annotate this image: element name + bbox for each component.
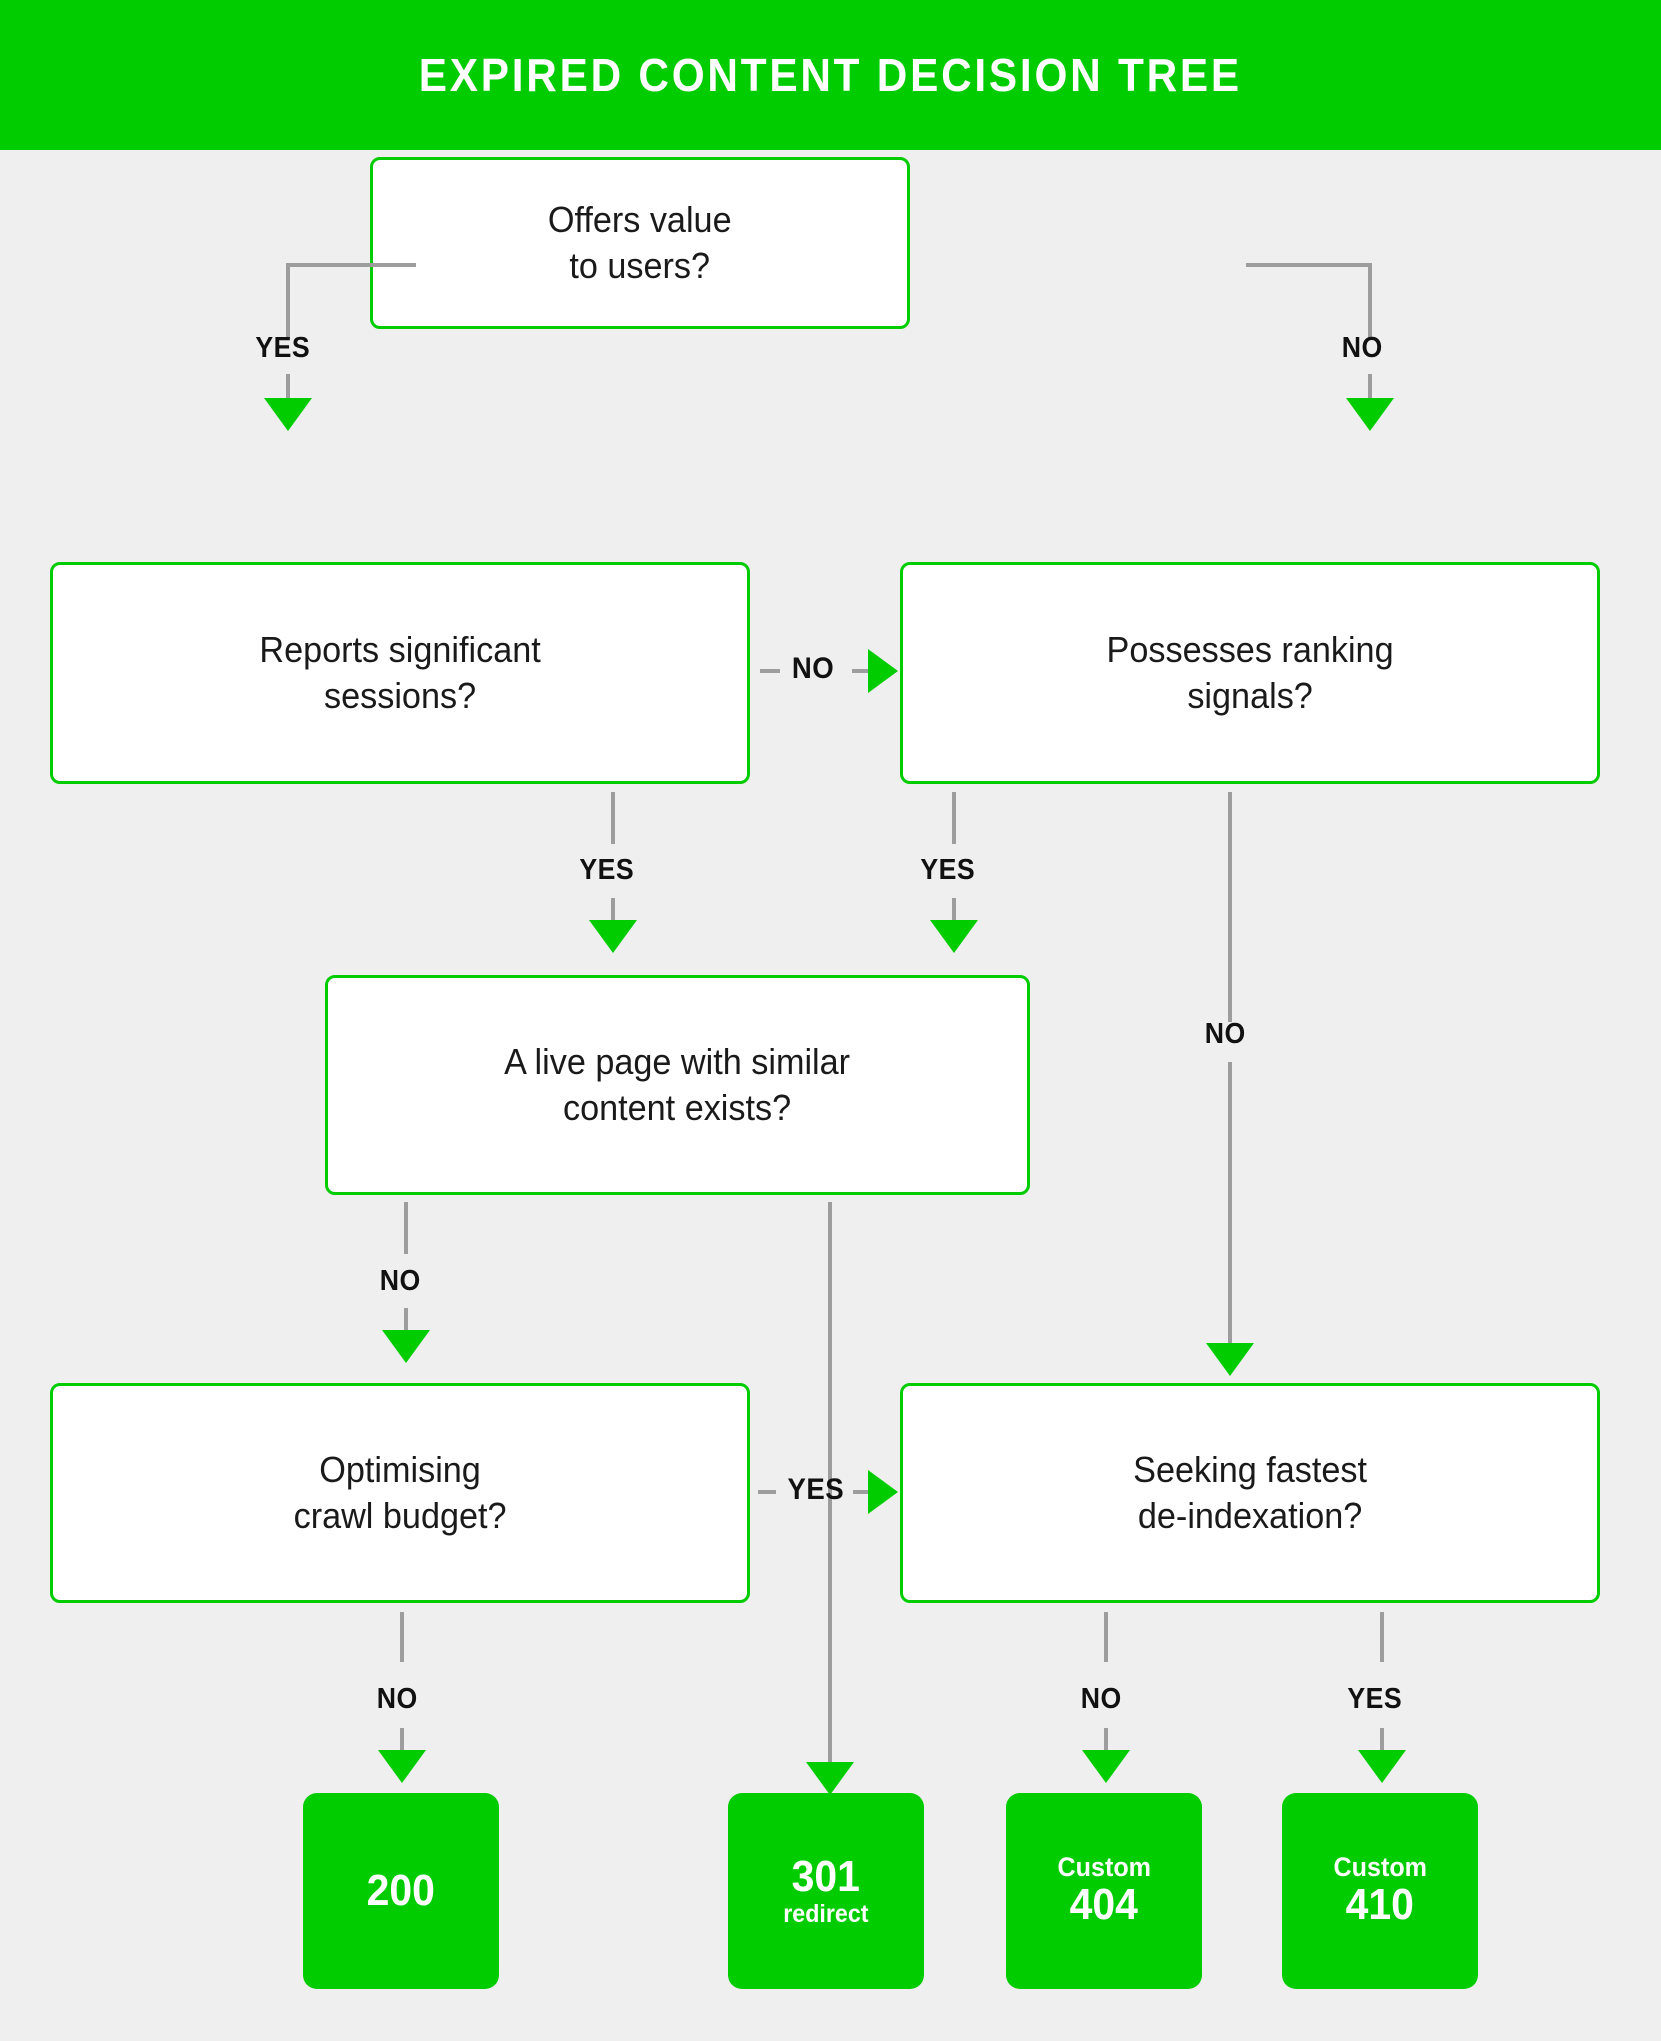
edge-arrow-crawl-yes <box>868 1470 898 1514</box>
decision-box-similar-content[interactable]: A live page with similar content exists? <box>325 975 1030 1195</box>
edge-arrow-similar-yes <box>806 1762 854 1795</box>
edge-label-offers-no: NO <box>1341 332 1383 364</box>
result-code-200: 200 <box>366 1866 436 1916</box>
decision-box-ranking-signals[interactable]: Possesses ranking signals? <box>900 562 1600 784</box>
result-code-404: 404 <box>1069 1880 1139 1930</box>
edge-offers-yes-vertical-a <box>286 263 290 338</box>
result-prefix-410: Custom <box>1333 1852 1427 1883</box>
decision-label-crawl-budget: Optimising crawl budget? <box>293 1448 507 1536</box>
edge-arrow-offers-no <box>1346 398 1394 431</box>
edge-label-signals-yes: YES <box>920 854 976 886</box>
decision-box-de-indexation[interactable]: Seeking fastest de-indexation? <box>900 1383 1600 1603</box>
edge-arrow-signals-yes <box>930 920 978 953</box>
edge-crawl-yes-stub-right <box>853 1490 871 1494</box>
edge-label-offers-yes: YES <box>255 332 311 364</box>
decision-label-similar-content: A live page with similar content exists? <box>504 1040 851 1128</box>
edge-offers-no-horizontal <box>1246 263 1372 267</box>
edge-arrow-sessions-yes <box>589 920 637 953</box>
header-bar: Expired content decision tree <box>0 0 1661 150</box>
edge-crawl-yes-stub-left <box>758 1490 776 1494</box>
edge-label-sessions-yes: YES <box>579 854 635 886</box>
edge-arrow-deindex-yes <box>1358 1750 1406 1783</box>
edge-sessions-no-stub-right <box>852 669 872 673</box>
result-prefix-404: Custom <box>1057 1852 1151 1883</box>
edge-sessions-yes-vertical-a <box>611 792 615 844</box>
result-box-301[interactable]: 301 redirect <box>728 1793 924 1989</box>
edge-offers-yes-vertical-b <box>286 374 290 406</box>
edge-sessions-yes-vertical-b <box>611 898 615 928</box>
edge-deindex-yes-vertical-b <box>1380 1728 1384 1756</box>
edge-signals-no-vertical-a <box>1228 792 1232 1022</box>
edge-crawl-no-vertical-a <box>400 1612 404 1662</box>
result-code-301: 301 <box>791 1852 861 1902</box>
edge-signals-no-vertical-b <box>1228 1062 1232 1350</box>
decision-label-ranking-signals: Possesses ranking signals? <box>1106 628 1394 716</box>
result-code-410: 410 <box>1345 1880 1415 1930</box>
edge-label-crawl-no: NO <box>376 1683 418 1715</box>
edge-offers-no-vertical-a <box>1368 263 1372 338</box>
edge-signals-yes-vertical-b <box>952 898 956 928</box>
edge-signals-yes-vertical-a <box>952 792 956 844</box>
edge-arrow-similar-no <box>382 1330 430 1363</box>
edge-arrow-deindex-no <box>1082 1750 1130 1783</box>
edge-label-similar-no: NO <box>379 1265 421 1297</box>
page-title: Expired content decision tree <box>418 49 1243 101</box>
edge-offers-no-vertical-b <box>1368 374 1372 406</box>
edge-deindex-yes-vertical-a <box>1380 1612 1384 1662</box>
edge-crawl-no-vertical-b <box>400 1728 404 1756</box>
result-box-410[interactable]: Custom 410 <box>1282 1793 1478 1989</box>
decision-label-offers-value: Offers value to users? <box>548 198 732 286</box>
decision-label-de-indexation: Seeking fastest de-indexation? <box>1133 1448 1367 1536</box>
result-box-200[interactable]: 200 <box>303 1793 499 1989</box>
edge-label-deindex-yes: YES <box>1347 1683 1403 1715</box>
decision-box-crawl-budget[interactable]: Optimising crawl budget? <box>50 1383 750 1603</box>
edge-offers-yes-horizontal <box>286 263 416 267</box>
decision-label-reports-sessions: Reports significant sessions? <box>259 628 541 716</box>
edge-arrow-crawl-no <box>378 1750 426 1783</box>
edge-arrow-sessions-no <box>868 649 898 693</box>
edge-label-signals-no: NO <box>1204 1018 1246 1050</box>
edge-arrow-signals-no <box>1206 1343 1254 1376</box>
edge-label-deindex-no: NO <box>1080 1683 1122 1715</box>
decision-box-offers-value[interactable]: Offers value to users? <box>370 157 910 329</box>
edge-label-sessions-no: NO <box>791 652 835 685</box>
edge-label-crawl-yes: YES <box>787 1473 845 1506</box>
edge-deindex-no-vertical-a <box>1104 1612 1108 1662</box>
edge-similar-no-vertical-a <box>404 1202 408 1254</box>
edge-similar-no-vertical-b <box>404 1308 408 1338</box>
edge-sessions-no-stub-left <box>760 669 780 673</box>
edge-similar-yes-vertical <box>828 1202 832 1792</box>
edge-arrow-offers-yes <box>264 398 312 431</box>
result-box-404[interactable]: Custom 404 <box>1006 1793 1202 1989</box>
decision-box-reports-sessions[interactable]: Reports significant sessions? <box>50 562 750 784</box>
edge-deindex-no-vertical-b <box>1104 1728 1108 1756</box>
result-sub-301: redirect <box>783 1900 869 1928</box>
